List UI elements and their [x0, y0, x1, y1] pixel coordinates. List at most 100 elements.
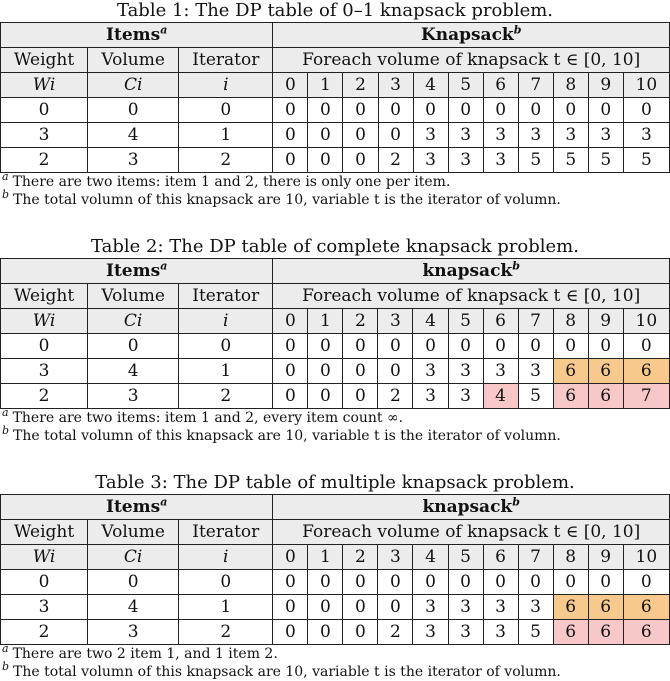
dp-value-cell: 5 — [517, 147, 554, 173]
table-caption: Table 2: The DP table of complete knapsa… — [91, 236, 579, 257]
dp-value-cell: 0 — [307, 97, 344, 123]
item-c-cell: 0 — [87, 333, 180, 359]
volume-index-cell: 4 — [412, 544, 449, 570]
item-c-cell: 4 — [87, 358, 180, 384]
dp-value-cell: 0 — [412, 97, 449, 123]
dp-value-cell: 0 — [307, 333, 344, 359]
column-label: Weight — [0, 283, 89, 309]
dp-value-cell: 5 — [552, 147, 589, 173]
footnote-mark-b: b — [2, 424, 10, 438]
dp-value-cell: 3 — [447, 619, 484, 645]
dp-value-cell: 5 — [517, 383, 554, 409]
knapsack-header-label: knapsack — [422, 496, 513, 517]
item-i-cell: 2 — [178, 383, 274, 409]
volume-index-cell: 10 — [622, 544, 670, 570]
dp-value-cell: 0 — [482, 97, 519, 123]
dp-value-cell: 6 — [552, 358, 589, 384]
volume-index-cell: 3 — [377, 308, 414, 334]
dp-value-cell: 0 — [342, 594, 379, 620]
dp-value-cell: 3 — [517, 122, 554, 148]
item-w-cell: 0 — [0, 569, 89, 595]
dp-value-cell: 0 — [307, 619, 344, 645]
dp-value-cell: 3 — [412, 122, 449, 148]
column-label: Weight — [0, 519, 89, 545]
variable-label: Ci — [87, 308, 180, 334]
item-c-cell: 3 — [87, 619, 180, 645]
dp-value-cell: 0 — [482, 333, 519, 359]
item-w-cell: 0 — [0, 333, 89, 359]
dp-value-cell: 0 — [272, 383, 309, 409]
dp-value-cell: 2 — [377, 383, 414, 409]
dp-value-cell: 0 — [482, 569, 519, 595]
dp-value-cell: 3 — [622, 122, 670, 148]
column-label: Volume — [87, 519, 180, 545]
volume-index-cell: 7 — [517, 72, 554, 98]
item-i-cell: 0 — [178, 333, 274, 359]
items-header: Itemsa — [0, 22, 274, 48]
dp-value-cell: 0 — [447, 333, 484, 359]
volume-index-cell: 3 — [377, 544, 414, 570]
dp-value-cell: 0 — [342, 358, 379, 384]
dp-value-cell: 0 — [412, 569, 449, 595]
dp-value-cell: 6 — [587, 358, 624, 384]
knapsack-header: knapsackb — [272, 494, 670, 520]
footnote-mark-a: a — [2, 642, 9, 656]
dp-value-cell: 0 — [587, 569, 624, 595]
item-i-cell: 0 — [178, 569, 274, 595]
variable-label: i — [178, 544, 274, 570]
item-w-cell: 3 — [0, 122, 89, 148]
dp-value-cell: 0 — [377, 122, 414, 148]
dp-value-cell: 3 — [412, 358, 449, 384]
volume-index-cell: 10 — [622, 72, 670, 98]
dp-value-cell: 0 — [447, 569, 484, 595]
volume-index-cell: 2 — [342, 308, 379, 334]
dp-value-cell: 3 — [517, 358, 554, 384]
dp-value-cell: 2 — [377, 619, 414, 645]
dp-value-cell: 0 — [307, 383, 344, 409]
dp-value-cell: 3 — [482, 619, 519, 645]
variable-label: Wi — [0, 72, 89, 98]
dp-value-cell: 7 — [622, 383, 670, 409]
dp-value-cell: 3 — [447, 383, 484, 409]
dp-value-cell: 3 — [552, 122, 589, 148]
volume-index-cell: 4 — [412, 72, 449, 98]
dp-value-cell: 0 — [307, 147, 344, 173]
volume-index-cell: 8 — [552, 72, 589, 98]
dp-value-cell: 0 — [342, 122, 379, 148]
item-c-cell: 3 — [87, 383, 180, 409]
dp-value-cell: 3 — [482, 147, 519, 173]
item-i-cell: 1 — [178, 122, 274, 148]
footnote-mark-a: a — [2, 406, 9, 420]
volume-index-cell: 6 — [482, 544, 519, 570]
dp-value-cell: 6 — [622, 358, 670, 384]
dp-value-cell: 3 — [447, 594, 484, 620]
volume-index-cell: 2 — [342, 72, 379, 98]
footnote-a-text: There are two items: item 1 and 2, every… — [12, 410, 404, 426]
dp-value-cell: 3 — [412, 383, 449, 409]
table-block-2: Table 2: The DP table of complete knapsa… — [0, 236, 670, 445]
variable-label: i — [178, 72, 274, 98]
item-i-cell: 2 — [178, 619, 274, 645]
dp-value-cell: 0 — [552, 569, 589, 595]
dp-value-cell: 6 — [622, 619, 670, 645]
item-w-cell: 0 — [0, 97, 89, 123]
knapsack-footnote-mark: b — [513, 22, 522, 36]
dp-value-cell: 0 — [587, 97, 624, 123]
volume-index-cell: 9 — [587, 308, 624, 334]
dp-value-cell: 0 — [342, 569, 379, 595]
items-header: Itemsa — [0, 494, 274, 520]
dp-value-cell: 5 — [622, 147, 670, 173]
